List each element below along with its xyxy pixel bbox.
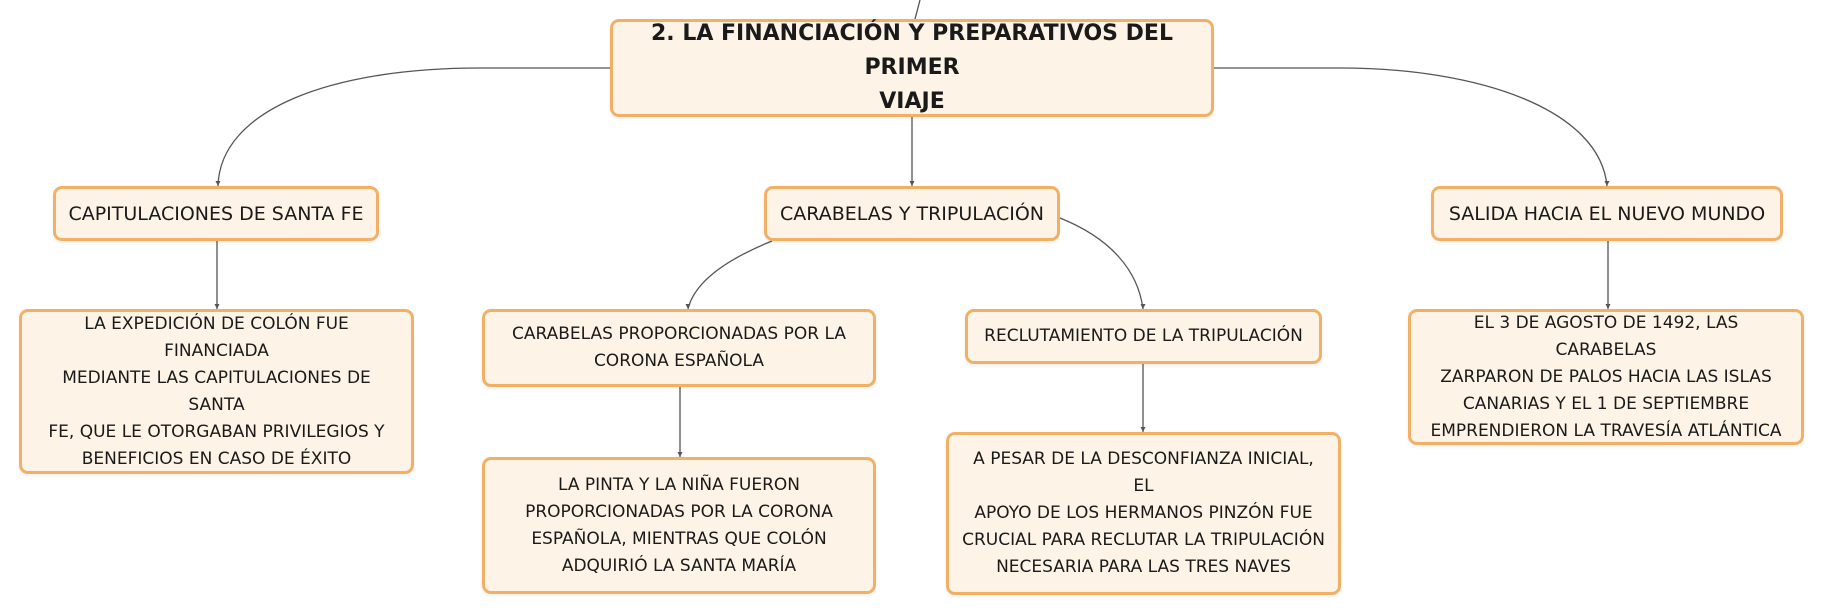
- root-title-line: VIAJE: [879, 89, 945, 114]
- subtopic-text: EL 3 DE AGOSTO DE 1492, LAS CARABELAS ZA…: [1423, 310, 1789, 445]
- text-line: PROPORCIONADAS POR LA CORONA: [525, 501, 833, 522]
- connector-parent-to-root: [914, 0, 921, 20]
- text-line: CANARIAS Y EL 1 DE SEPTIEMBRE: [1462, 393, 1750, 414]
- text-line: FE, QUE LE OTORGABAN PRIVILEGIOS Y: [48, 421, 385, 442]
- connector-arrowhead: [1140, 427, 1146, 432]
- connector-arrowhead: [214, 304, 220, 309]
- subtopic-text: LA EXPEDICIÓN DE COLÓN FUE FINANCIADA ME…: [34, 311, 399, 473]
- subtopic-node-carabelas-corona[interactable]: CARABELAS PROPORCIONADAS POR LA CORONA E…: [482, 309, 876, 387]
- text-line: LA PINTA Y LA NIÑA FUERON: [557, 474, 800, 495]
- subtopic-node-reclutamiento[interactable]: RECLUTAMIENTO DE LA TRIPULACIÓN: [965, 309, 1322, 364]
- text-line: APOYO DE LOS HERMANOS PINZÓN FUE: [974, 503, 1313, 523]
- connector-arrowhead: [685, 304, 691, 309]
- subtopic-node-pinta-nina[interactable]: LA PINTA Y LA NIÑA FUERON PROPORCIONADAS…: [482, 457, 876, 594]
- subtopic-text: LA PINTA Y LA NIÑA FUERON PROPORCIONADAS…: [525, 472, 833, 580]
- text-line: ESPAÑOLA, MIENTRAS QUE COLÓN: [531, 528, 827, 549]
- connector-carabelas-to-reclutamiento: [1059, 217, 1144, 310]
- text-line: ADQUIRIÓ LA SANTA MARÍA: [561, 555, 797, 576]
- root-title-line: 2. LA FINANCIACIÓN Y PREPARATIVOS DEL PR…: [651, 21, 1173, 80]
- text-line: CORONA ESPAÑOLA: [593, 351, 765, 371]
- subtopic-node-salida-detail[interactable]: EL 3 DE AGOSTO DE 1492, LAS CARABELAS ZA…: [1408, 309, 1804, 445]
- subtopic-text: A PESAR DE LA DESCONFIANZA INICIAL, EL A…: [961, 446, 1326, 581]
- subtopic-text: CARABELAS PROPORCIONADAS POR LA CORONA E…: [512, 321, 846, 375]
- text-line: EMPRENDIERON LA TRAVESÍA ATLÁNTICA: [1430, 420, 1782, 441]
- text-line: BENEFICIOS EN CASO DE ÉXITO: [81, 448, 352, 469]
- text-line: ZARPARON DE PALOS HACIA LAS ISLAS: [1440, 366, 1772, 387]
- connector-arrowhead: [1605, 304, 1611, 309]
- subtopic-label: RECLUTAMIENTO DE LA TRIPULACIÓN: [984, 326, 1303, 346]
- text-line: NECESARIA PARA LAS TRES NAVES: [996, 557, 1291, 577]
- connector-arrowhead: [1140, 304, 1146, 309]
- subtopic-node-capitulaciones-detail[interactable]: LA EXPEDICIÓN DE COLÓN FUE FINANCIADA ME…: [19, 309, 414, 474]
- text-line: EL 3 DE AGOSTO DE 1492, LAS CARABELAS: [1473, 312, 1739, 360]
- topic-label: CARABELAS Y TRIPULACIÓN: [780, 202, 1044, 225]
- topic-node-carabelas[interactable]: CARABELAS Y TRIPULACIÓN: [764, 186, 1060, 241]
- connector-arrowhead: [909, 181, 915, 186]
- text-line: CARABELAS PROPORCIONADAS POR LA: [512, 324, 846, 344]
- text-line: MEDIANTE LAS CAPITULACIONES DE SANTA: [62, 367, 371, 415]
- text-line: LA EXPEDICIÓN DE COLÓN FUE FINANCIADA: [84, 313, 349, 361]
- subtopic-node-pinzon[interactable]: A PESAR DE LA DESCONFIANZA INICIAL, EL A…: [946, 432, 1341, 595]
- connector-arrowhead: [677, 452, 683, 457]
- text-line: A PESAR DE LA DESCONFIANZA INICIAL, EL: [973, 449, 1314, 496]
- topic-node-salida[interactable]: SALIDA HACIA EL NUEVO MUNDO: [1431, 186, 1783, 241]
- topic-label: CAPITULACIONES DE SANTA FE: [68, 202, 364, 225]
- connector-arrowhead: [1604, 181, 1610, 186]
- connector-root-to-capitulaciones: [217, 67, 610, 187]
- text-line: CRUCIAL PARA RECLUTAR LA TRIPULACIÓN: [962, 530, 1325, 550]
- root-topic-node[interactable]: 2. LA FINANCIACIÓN Y PREPARATIVOS DEL PR…: [610, 19, 1214, 117]
- topic-node-capitulaciones[interactable]: CAPITULACIONES DE SANTA FE: [53, 186, 379, 241]
- topic-label: SALIDA HACIA EL NUEVO MUNDO: [1448, 202, 1766, 225]
- root-topic-text: 2. LA FINANCIACIÓN Y PREPARATIVOS DEL PR…: [627, 17, 1197, 119]
- connector-carabelas-to-corona: [687, 240, 773, 310]
- connector-root-to-salida: [1214, 67, 1608, 187]
- connector-arrowhead: [215, 181, 221, 186]
